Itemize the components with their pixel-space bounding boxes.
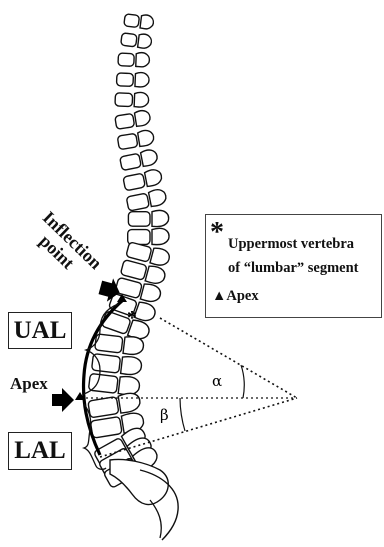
apex-label: Apex xyxy=(10,374,48,394)
legend-box: * Uppermost vertebra of “lumbar” segment… xyxy=(205,214,382,318)
spinous-process xyxy=(140,149,158,167)
vertebra xyxy=(126,188,167,211)
spinous-process xyxy=(152,228,169,244)
vertebra xyxy=(128,210,168,226)
beta-label: β xyxy=(160,406,169,424)
spinous-process xyxy=(134,109,151,126)
vertebral-body xyxy=(126,242,152,262)
vertebra xyxy=(121,31,153,49)
spinous-process xyxy=(152,210,169,226)
spinous-process xyxy=(135,72,149,87)
legend-star-icon: * xyxy=(210,219,224,247)
spinous-process xyxy=(138,34,153,49)
vertebral-body xyxy=(88,397,119,418)
vertebra xyxy=(118,52,150,67)
vertebral-body xyxy=(117,133,138,149)
beta-arc xyxy=(180,398,185,431)
vertebral-body xyxy=(88,373,118,393)
lal-box: LAL xyxy=(8,432,72,470)
legend-apex-item: ▲Apex xyxy=(212,287,259,306)
vertebral-body xyxy=(116,73,133,86)
vertebra xyxy=(115,92,149,108)
alpha-label: α xyxy=(212,372,222,390)
vertebral-body xyxy=(128,230,150,245)
vertebra xyxy=(124,12,154,29)
vertebral-body xyxy=(126,193,149,211)
star-marker: * xyxy=(127,307,137,329)
spinous-process xyxy=(136,52,150,67)
spinous-process xyxy=(134,92,149,107)
vertebral-body xyxy=(115,93,133,107)
coccyx-outline xyxy=(150,500,161,538)
vertebral-body xyxy=(120,153,142,170)
legend-star-line1: Uppermost vertebra xyxy=(228,235,354,254)
vertebral-body xyxy=(121,33,138,47)
ual-box: UAL xyxy=(8,312,72,349)
vertebral-body xyxy=(118,53,134,66)
vertebra xyxy=(128,228,169,244)
alpha-upper-line xyxy=(160,318,297,398)
vertebral-body xyxy=(123,173,145,191)
spinous-process xyxy=(148,188,167,207)
spinous-process xyxy=(140,15,154,30)
spinous-process xyxy=(118,392,141,413)
alpha-arc xyxy=(241,365,244,398)
legend-star-line2: of “lumbar” segment xyxy=(228,259,359,278)
vertebral-body xyxy=(115,113,135,129)
vertebra xyxy=(115,109,152,129)
vertebra xyxy=(119,149,158,171)
vertebra xyxy=(123,168,163,191)
apex-arrow-icon xyxy=(52,388,74,412)
spinous-process xyxy=(145,265,166,286)
vertebral-body xyxy=(128,212,150,227)
vertebra xyxy=(117,129,155,150)
spinous-process xyxy=(137,129,154,146)
spinous-process xyxy=(121,356,143,376)
spinous-process xyxy=(144,168,163,186)
spinous-process xyxy=(140,283,162,304)
spine-vertebrae xyxy=(88,12,171,488)
vertebral-body xyxy=(124,14,140,28)
vertebra xyxy=(116,72,149,88)
spinous-process xyxy=(150,247,171,267)
vertebral-body xyxy=(90,417,122,439)
